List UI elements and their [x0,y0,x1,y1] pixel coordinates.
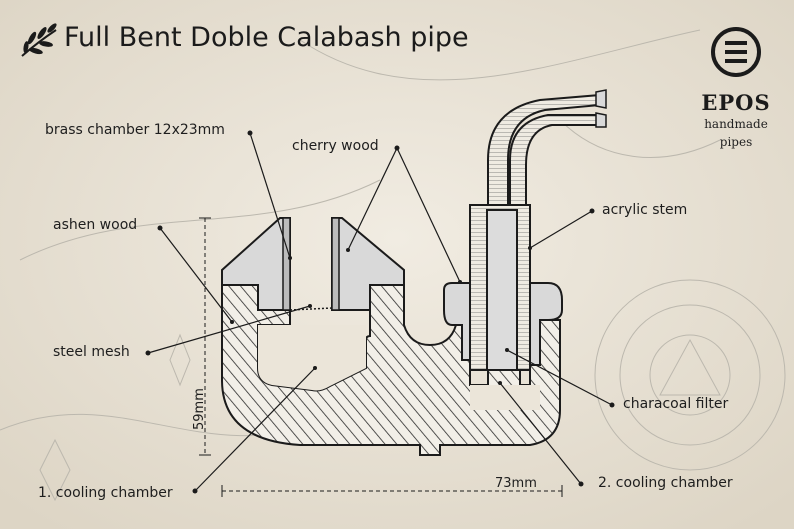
cooling-chamber-right [470,385,540,410]
shank-cap-left [443,282,471,361]
dimension-height: 59mm [192,388,207,430]
steel-mesh [289,307,333,311]
dimension-lines [199,217,563,497]
cooling-chamber-cavity [258,325,366,391]
label-charcoal-filter: characoal filter [623,396,729,412]
label-cooling-chamber-2: 2. cooling chamber [598,475,733,491]
olive-branch-icon [21,23,57,57]
label-cherry-wood: cherry wood [292,138,379,154]
dimension-width: 73mm [495,476,537,491]
label-brass-chamber: brass chamber 12x23mm [45,122,225,138]
leader-lines [147,132,613,492]
brand-tagline-1: handmade [704,117,768,131]
brand-tagline-2: pipes [719,135,753,149]
brand-name: EPOS [701,90,771,115]
label-cooling-chamber-1: 1. cooling chamber [38,485,173,501]
background-decoration [0,29,786,502]
stem-bit [595,89,607,109]
bowl-left-half [221,217,291,311]
stem-bit-lower [595,112,607,128]
brass-chamber-left [282,217,291,311]
leader-dots [145,130,615,494]
label-steel-mesh: steel mesh [53,344,130,360]
label-acrylic-stem: acrylic stem [602,202,688,218]
epos-logo-icon [711,27,761,77]
charcoal-filter [486,209,518,371]
label-ashen-wood: ashen wood [53,217,138,233]
shank-cap-right [529,282,563,366]
brass-chamber-right [331,217,340,311]
page-title: Full Bent Doble Calabash pipe [64,22,469,53]
